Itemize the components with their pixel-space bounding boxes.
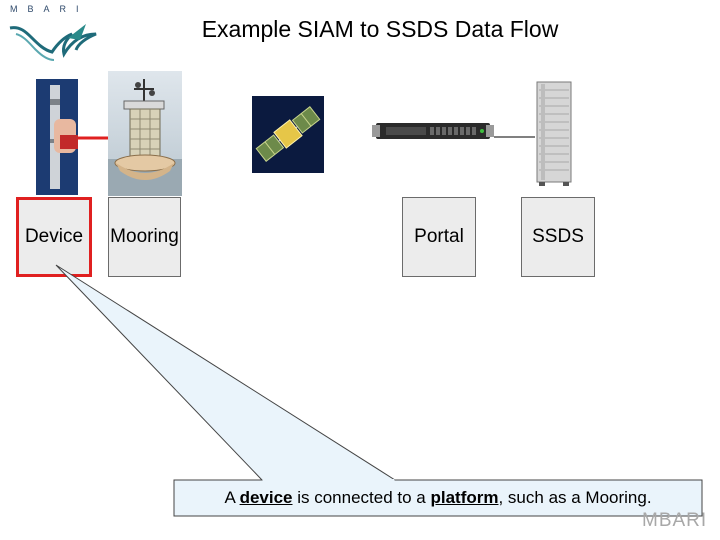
ssds-node: SSDS [521,197,595,277]
device-node: Device [16,197,92,277]
caption-platform-keyword: platform [430,488,499,507]
caption-text-3: , such as a Mooring. [498,488,652,507]
logo-text: MBARI [10,4,89,14]
mbari-logo: MBARI [6,4,106,66]
caption-text-2: is connected to a [292,488,431,507]
caption-device-keyword: device [239,488,293,507]
satellite-image [252,96,324,173]
footer-brand: MBARI [642,510,708,531]
ssds-server-rack-image [535,80,573,188]
caption-text-1: A [224,488,240,507]
device-instrument-image [36,79,78,195]
portal-server-image [372,117,494,145]
page-title: Example SIAM to SSDS Data Flow [201,16,559,42]
mooring-node: Mooring [108,197,181,277]
portal-node: Portal [402,197,476,277]
wave-logo-icon [9,24,97,61]
mooring-buoy-image [108,71,182,196]
callout-bubble [55,264,703,517]
callout-caption: A device is connected to a platform, suc… [174,480,702,516]
